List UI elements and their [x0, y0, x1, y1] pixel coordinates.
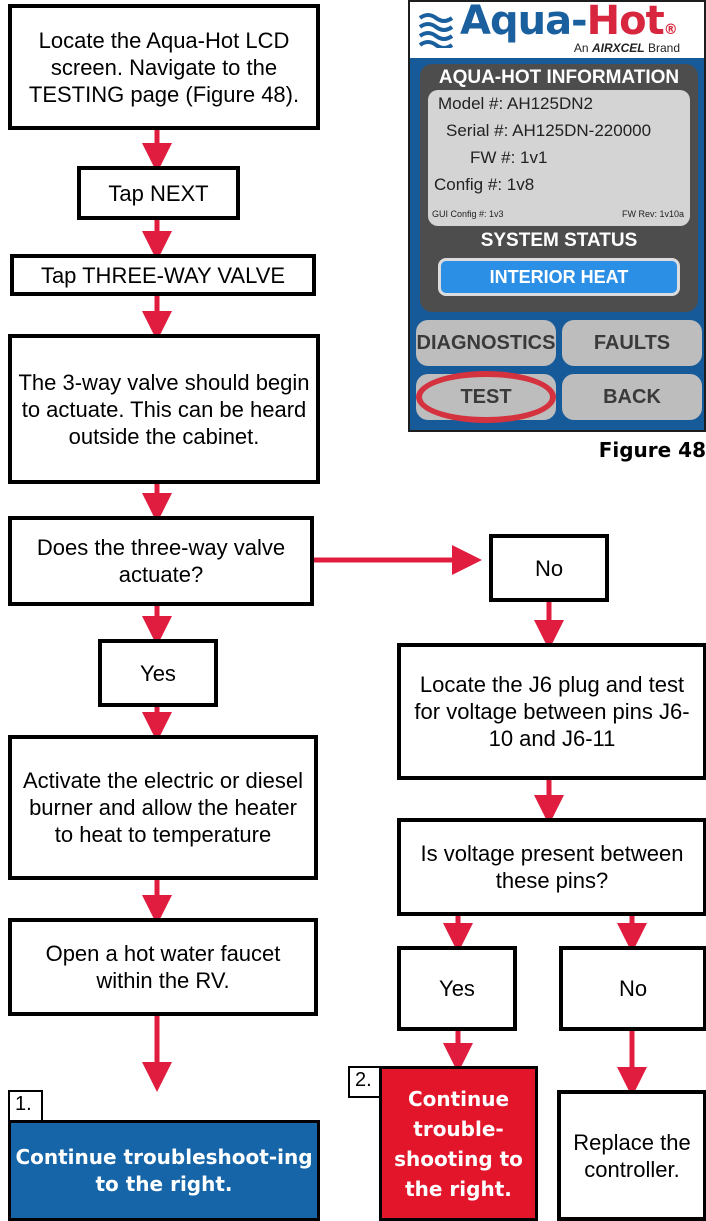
step-tap-three-way-valve: Tap THREE-WAY VALVE: [10, 254, 316, 296]
step-activate-burner: Activate the electric or diesel burner a…: [8, 735, 318, 880]
back-button[interactable]: BACK: [562, 374, 702, 420]
logo-text: Aqua-Hot®: [460, 0, 678, 44]
step-number-2: 2.: [348, 1066, 382, 1098]
step-number-1: 1.: [8, 1090, 43, 1122]
answer-no: No: [489, 534, 609, 602]
answer-yes: Yes: [98, 639, 218, 707]
lcd-screen: AQUA-HOT INFORMATION Model #: AH125DN2 S…: [420, 64, 698, 312]
gui-config: GUI Config #: 1v3: [432, 209, 504, 219]
test-highlight-circle: [416, 371, 556, 423]
fw-number: FW #: 1v1: [470, 148, 548, 167]
fw-rev: FW Rev: 1v10a: [621, 209, 684, 219]
step-locate-screen: Locate the Aqua-Hot LCD screen. Navigate…: [8, 4, 320, 130]
info-title: AQUA-HOT INFORMATION: [438, 67, 680, 88]
figure-caption: Figure 48: [598, 438, 706, 462]
replace-controller: Replace the controller.: [557, 1090, 706, 1221]
serial-number: Serial #: AH125DN-220000: [446, 121, 652, 140]
question-valve-actuate: Does the three-way valve actuate?: [8, 516, 314, 606]
step-tap-next: Tap NEXT: [77, 166, 240, 220]
logo-tagline: An AIRXCEL Brand: [573, 41, 680, 55]
answer-yes-voltage: Yes: [397, 946, 517, 1031]
logo-bar: Aqua-Hot® An AIRXCEL Brand: [410, 0, 704, 58]
answer-no-voltage: No: [559, 946, 706, 1031]
step-open-faucet: Open a hot water faucet within the RV.: [8, 918, 318, 1016]
step-locate-j6: Locate the J6 plug and test for voltage …: [397, 643, 706, 780]
continue-troubleshooting-1: Continue troubleshoot-ing to the right.: [8, 1120, 320, 1221]
aqua-hot-logo-icon: [418, 13, 454, 48]
info-panel: Model #: AH125DN2 Serial #: AH125DN-2200…: [428, 90, 690, 226]
step-valve-actuate: The 3-way valve should begin to actuate.…: [8, 334, 320, 484]
diagnostics-button[interactable]: DIAGNOSTICS: [416, 320, 556, 366]
interior-heat-button[interactable]: INTERIOR HEAT: [438, 258, 680, 296]
config-number: Config #: 1v8: [434, 175, 535, 194]
model-number: Model #: AH125DN2: [438, 94, 593, 113]
question-voltage-present: Is voltage present between these pins?: [397, 818, 706, 916]
aqua-hot-lcd-device: Aqua-Hot® An AIRXCEL Brand AQUA-HOT INFO…: [408, 0, 706, 432]
system-status-title: SYSTEM STATUS: [480, 230, 638, 251]
faults-button[interactable]: FAULTS: [562, 320, 702, 366]
continue-troubleshooting-2: Continue trouble-shooting to the right.: [379, 1066, 538, 1221]
